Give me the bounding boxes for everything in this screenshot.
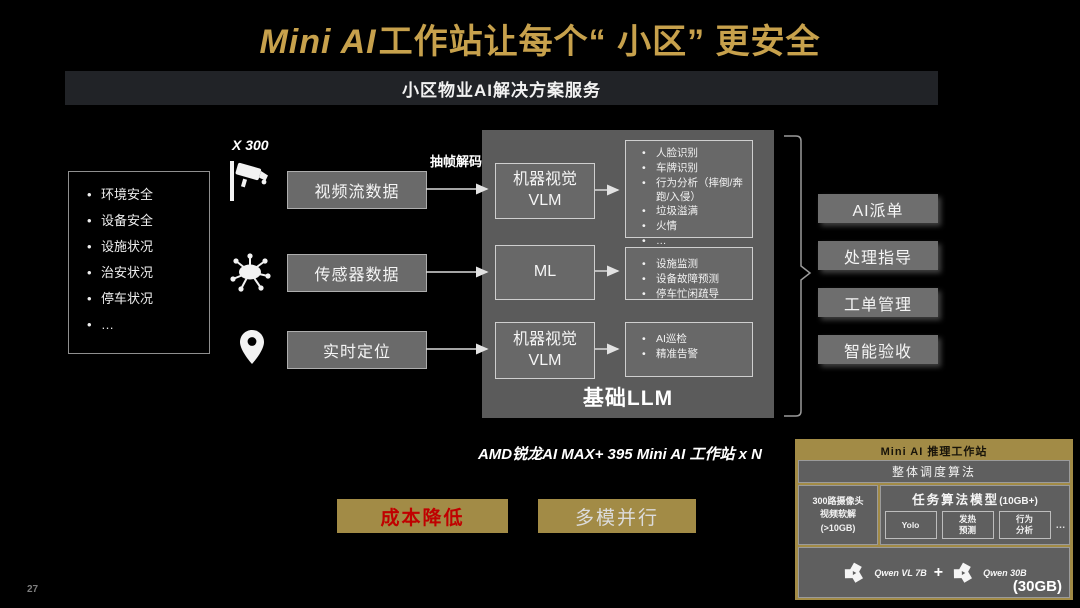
result-box-ticket: 工单管理: [818, 288, 938, 317]
task-chip-heat-prediction: 发热 预测: [941, 511, 994, 539]
result-box-acceptance: 智能验收: [818, 335, 938, 364]
llm-panel: Qwen VL 7B + Qwen 30B (30GB): [798, 547, 1070, 598]
result-box-guidance: 处理指导: [818, 241, 938, 270]
needs-item: …: [87, 312, 209, 338]
qwen-vl-label: Qwen VL 7B: [874, 567, 927, 578]
task-chip-behavior-analysis: 行为 分析: [998, 511, 1051, 539]
task-models-size: (10GB+): [999, 496, 1038, 507]
output-item: 人脸识别: [640, 147, 748, 161]
output-item: …: [640, 235, 748, 249]
qwen-logo-icon: [841, 560, 867, 586]
result-box-ai-dispatch: AI派单: [818, 194, 938, 223]
needs-item: 治安状况: [87, 260, 209, 286]
video-decode-panel: 300路摄像头 视频软解 (>10GB): [798, 485, 878, 545]
task-more-ellipsis: …: [1055, 519, 1066, 531]
needs-box: 环境安全设备安全设施状况治安状况停车状况…: [68, 171, 210, 354]
output-item: 停车忙闲疏导: [640, 288, 748, 302]
output-item: 设备故障预测: [640, 273, 748, 287]
cctv-camera-icon: [228, 160, 272, 202]
needs-item: 设备安全: [87, 208, 209, 234]
title-latin: Mini AI: [259, 23, 377, 61]
workstation-title: Mini AI 推理工作站: [880, 445, 988, 458]
frame-decode-label: 抽帧解码: [429, 154, 482, 169]
scheduler-panel: 整体调度算法: [798, 460, 1070, 483]
needs-item: 停车状况: [87, 286, 209, 312]
vision-outputs-list: 人脸识别车牌识别行为分析（摔倒/奔跑/入侵）垃圾溢满火情…: [626, 141, 752, 249]
ml-box: ML: [495, 245, 595, 300]
cost-reduction-badge: 成本降低: [337, 499, 508, 533]
realtime-location-box: 实时定位: [287, 331, 427, 369]
needs-item: 环境安全: [87, 182, 209, 208]
output-item: AI巡检: [640, 333, 748, 347]
iot-sensor-icon: [227, 249, 273, 295]
page-title: Mini AI工作站让每个“ 小区” 更安全: [0, 14, 1080, 63]
output-item: 精准告警: [640, 348, 748, 362]
title-rest: 工作站让每个“ 小区” 更安全: [378, 23, 821, 61]
ml-outputs-list: 设施监测设备故障预测停车忙闲疏导: [626, 248, 752, 302]
base-llm-container: 机器视觉 VLM ML 机器视觉 VLM 人脸识别车牌识别行为分析（摔倒/奔跑/…: [482, 130, 774, 418]
vlm-box-2: 机器视觉 VLM: [495, 322, 595, 379]
workstation-caption: AMD锐龙AI MAX+ 395 Mini AI 工作站 x N: [477, 446, 763, 463]
location-pin-icon: [240, 328, 264, 366]
needs-list: 环境安全设备安全设施状况治安状况停车状况…: [69, 182, 209, 338]
vision-outputs-box: 人脸识别车牌识别行为分析（摔倒/奔跑/入侵）垃圾溢满火情…: [625, 140, 753, 249]
multimodel-parallel-badge: 多模并行: [538, 499, 696, 533]
qwen-30b-label: Qwen 30B: [983, 567, 1027, 578]
output-item: 行为分析（摔倒/奔跑/入侵）: [640, 177, 748, 205]
banner-text: 小区物业AI解决方案服务: [402, 80, 601, 100]
task-models-row: Yolo 发热 预测 行为 分析 …: [884, 511, 1066, 539]
inference-workstation-card: Mini AI 推理工作站 整体调度算法 300路摄像头 视频软解 (>10GB…: [795, 439, 1073, 600]
video-stream-box: 视频流数据: [287, 171, 427, 209]
output-item: 车牌识别: [640, 162, 748, 176]
output-item: 垃圾溢满: [640, 205, 748, 219]
sensor-data-box: 传感器数据: [287, 254, 427, 292]
task-models-title-text: 任务算法模型: [912, 493, 1000, 507]
page-number: 27: [27, 584, 39, 595]
output-brace: [784, 135, 812, 417]
memory-size-label: (30GB): [1012, 578, 1062, 595]
vlm-box-1: 机器视觉 VLM: [495, 163, 595, 219]
task-models-title: 任务算法模型(10GB+): [912, 489, 1038, 508]
camera-count-label: X 300: [232, 137, 269, 153]
output-item: 设施监测: [640, 258, 748, 272]
task-chip-yolo: Yolo: [884, 511, 937, 539]
banner-bar: 小区物业AI解决方案服务: [65, 71, 938, 105]
task-models-panel: 任务算法模型(10GB+) Yolo 发热 预测 行为 分析 …: [880, 485, 1070, 545]
plus-sign: +: [933, 563, 944, 581]
base-llm-label: 基础LLM: [582, 387, 674, 410]
patrol-outputs-box: AI巡检精准告警: [625, 322, 753, 377]
patrol-outputs-list: AI巡检精准告警: [626, 323, 752, 362]
qwen-logo-icon: [950, 560, 976, 586]
needs-item: 设施状况: [87, 234, 209, 260]
ml-outputs-box: 设施监测设备故障预测停车忙闲疏导: [625, 247, 753, 302]
output-item: 火情: [640, 220, 748, 234]
